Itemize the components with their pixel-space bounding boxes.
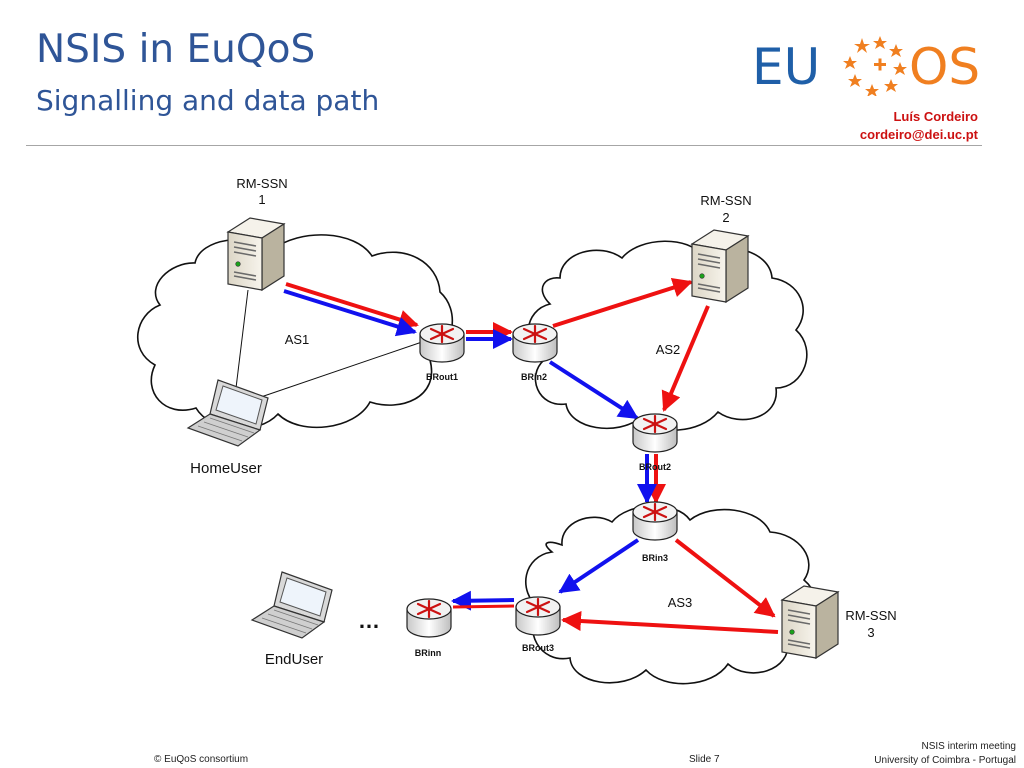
logo-text-os: OS [909, 38, 980, 96]
label-rmssn3-line1: RM-SSN [845, 608, 896, 623]
logo-text-eu: EU [752, 38, 820, 96]
label-brout3: BRout3 [522, 643, 554, 653]
page-subtitle: Signalling and data path [36, 84, 380, 117]
server-icon-rmssn3 [781, 585, 839, 659]
data-rmssn1-brout1 [283, 289, 417, 337]
footer-slide-number: Slide 7 [689, 754, 720, 765]
signal-rmssn2-brout2 [661, 305, 710, 412]
link-homeuser-rmssn1 [235, 289, 249, 389]
label-brin3: BRin3 [642, 553, 668, 563]
router-icon-brout2 [631, 412, 679, 454]
signal-brin3-rmssn3 [674, 538, 776, 618]
label-as1: AS1 [285, 332, 310, 347]
label-rmssn3-line2: 3 [867, 625, 874, 640]
page-title: NSIS in EuQoS [36, 27, 316, 72]
label-rmssn1-line2: 1 [258, 192, 265, 207]
router-icon-brout1 [418, 322, 466, 364]
signal-brout3-brinn [452, 604, 515, 609]
logo-star-ring [843, 36, 907, 96]
data-brout3-brinn [451, 590, 515, 611]
title-divider [26, 145, 982, 146]
label-rmssn2-line2: 2 [722, 210, 729, 225]
signal-rmssn3-brout3 [561, 611, 779, 634]
router-icon-brin2 [511, 322, 559, 364]
server-icon-rmssn2 [691, 229, 749, 303]
server-icon-rmssn1 [227, 217, 285, 291]
footer-meeting: NSIS interim meeting [921, 741, 1016, 752]
router-icon-brin3 [631, 500, 679, 542]
data-path [283, 289, 657, 611]
author-email: cordeiro@dei.uc.pt [859, 127, 978, 142]
label-brin2: BRin2 [521, 372, 547, 382]
label-enduser: EndUser [265, 651, 323, 668]
footer-meeting-info: NSIS interim meeting University of Coimb… [874, 740, 1016, 768]
euqos-logo: EU OS [752, 36, 980, 96]
label-brout2: BRout2 [639, 462, 671, 472]
footer-copyright: © EuQoS consortium [154, 754, 249, 765]
label-brout1: BRout1 [426, 372, 458, 382]
label-rmssn2-line1: RM-SSN [700, 193, 751, 208]
label-as2: AS2 [656, 342, 681, 357]
router-icon-brinn [405, 597, 453, 639]
label-as3: AS3 [668, 595, 693, 610]
author-name: Luís Cordeiro [893, 109, 978, 124]
signal-brin2-rmssn2 [552, 277, 693, 328]
laptop-icon-enduser [251, 571, 333, 639]
cloud-as1 [137, 234, 454, 430]
data-brin2-brout2 [548, 360, 639, 420]
label-homeuser: HomeUser [190, 460, 262, 477]
author-block: Luís Cordeiro cordeiro@dei.uc.pt [860, 108, 978, 144]
footer-venue: University of Coimbra - Portugal [874, 755, 1016, 766]
label-brinn: BRinn [415, 648, 442, 658]
ellipsis-more-hops: … [358, 608, 380, 633]
router-icon-brout3 [514, 595, 562, 637]
label-rmssn1-line1: RM-SSN [236, 176, 287, 191]
data-brin3-brout3 [558, 538, 640, 594]
link-homeuser-brout1 [257, 341, 423, 399]
